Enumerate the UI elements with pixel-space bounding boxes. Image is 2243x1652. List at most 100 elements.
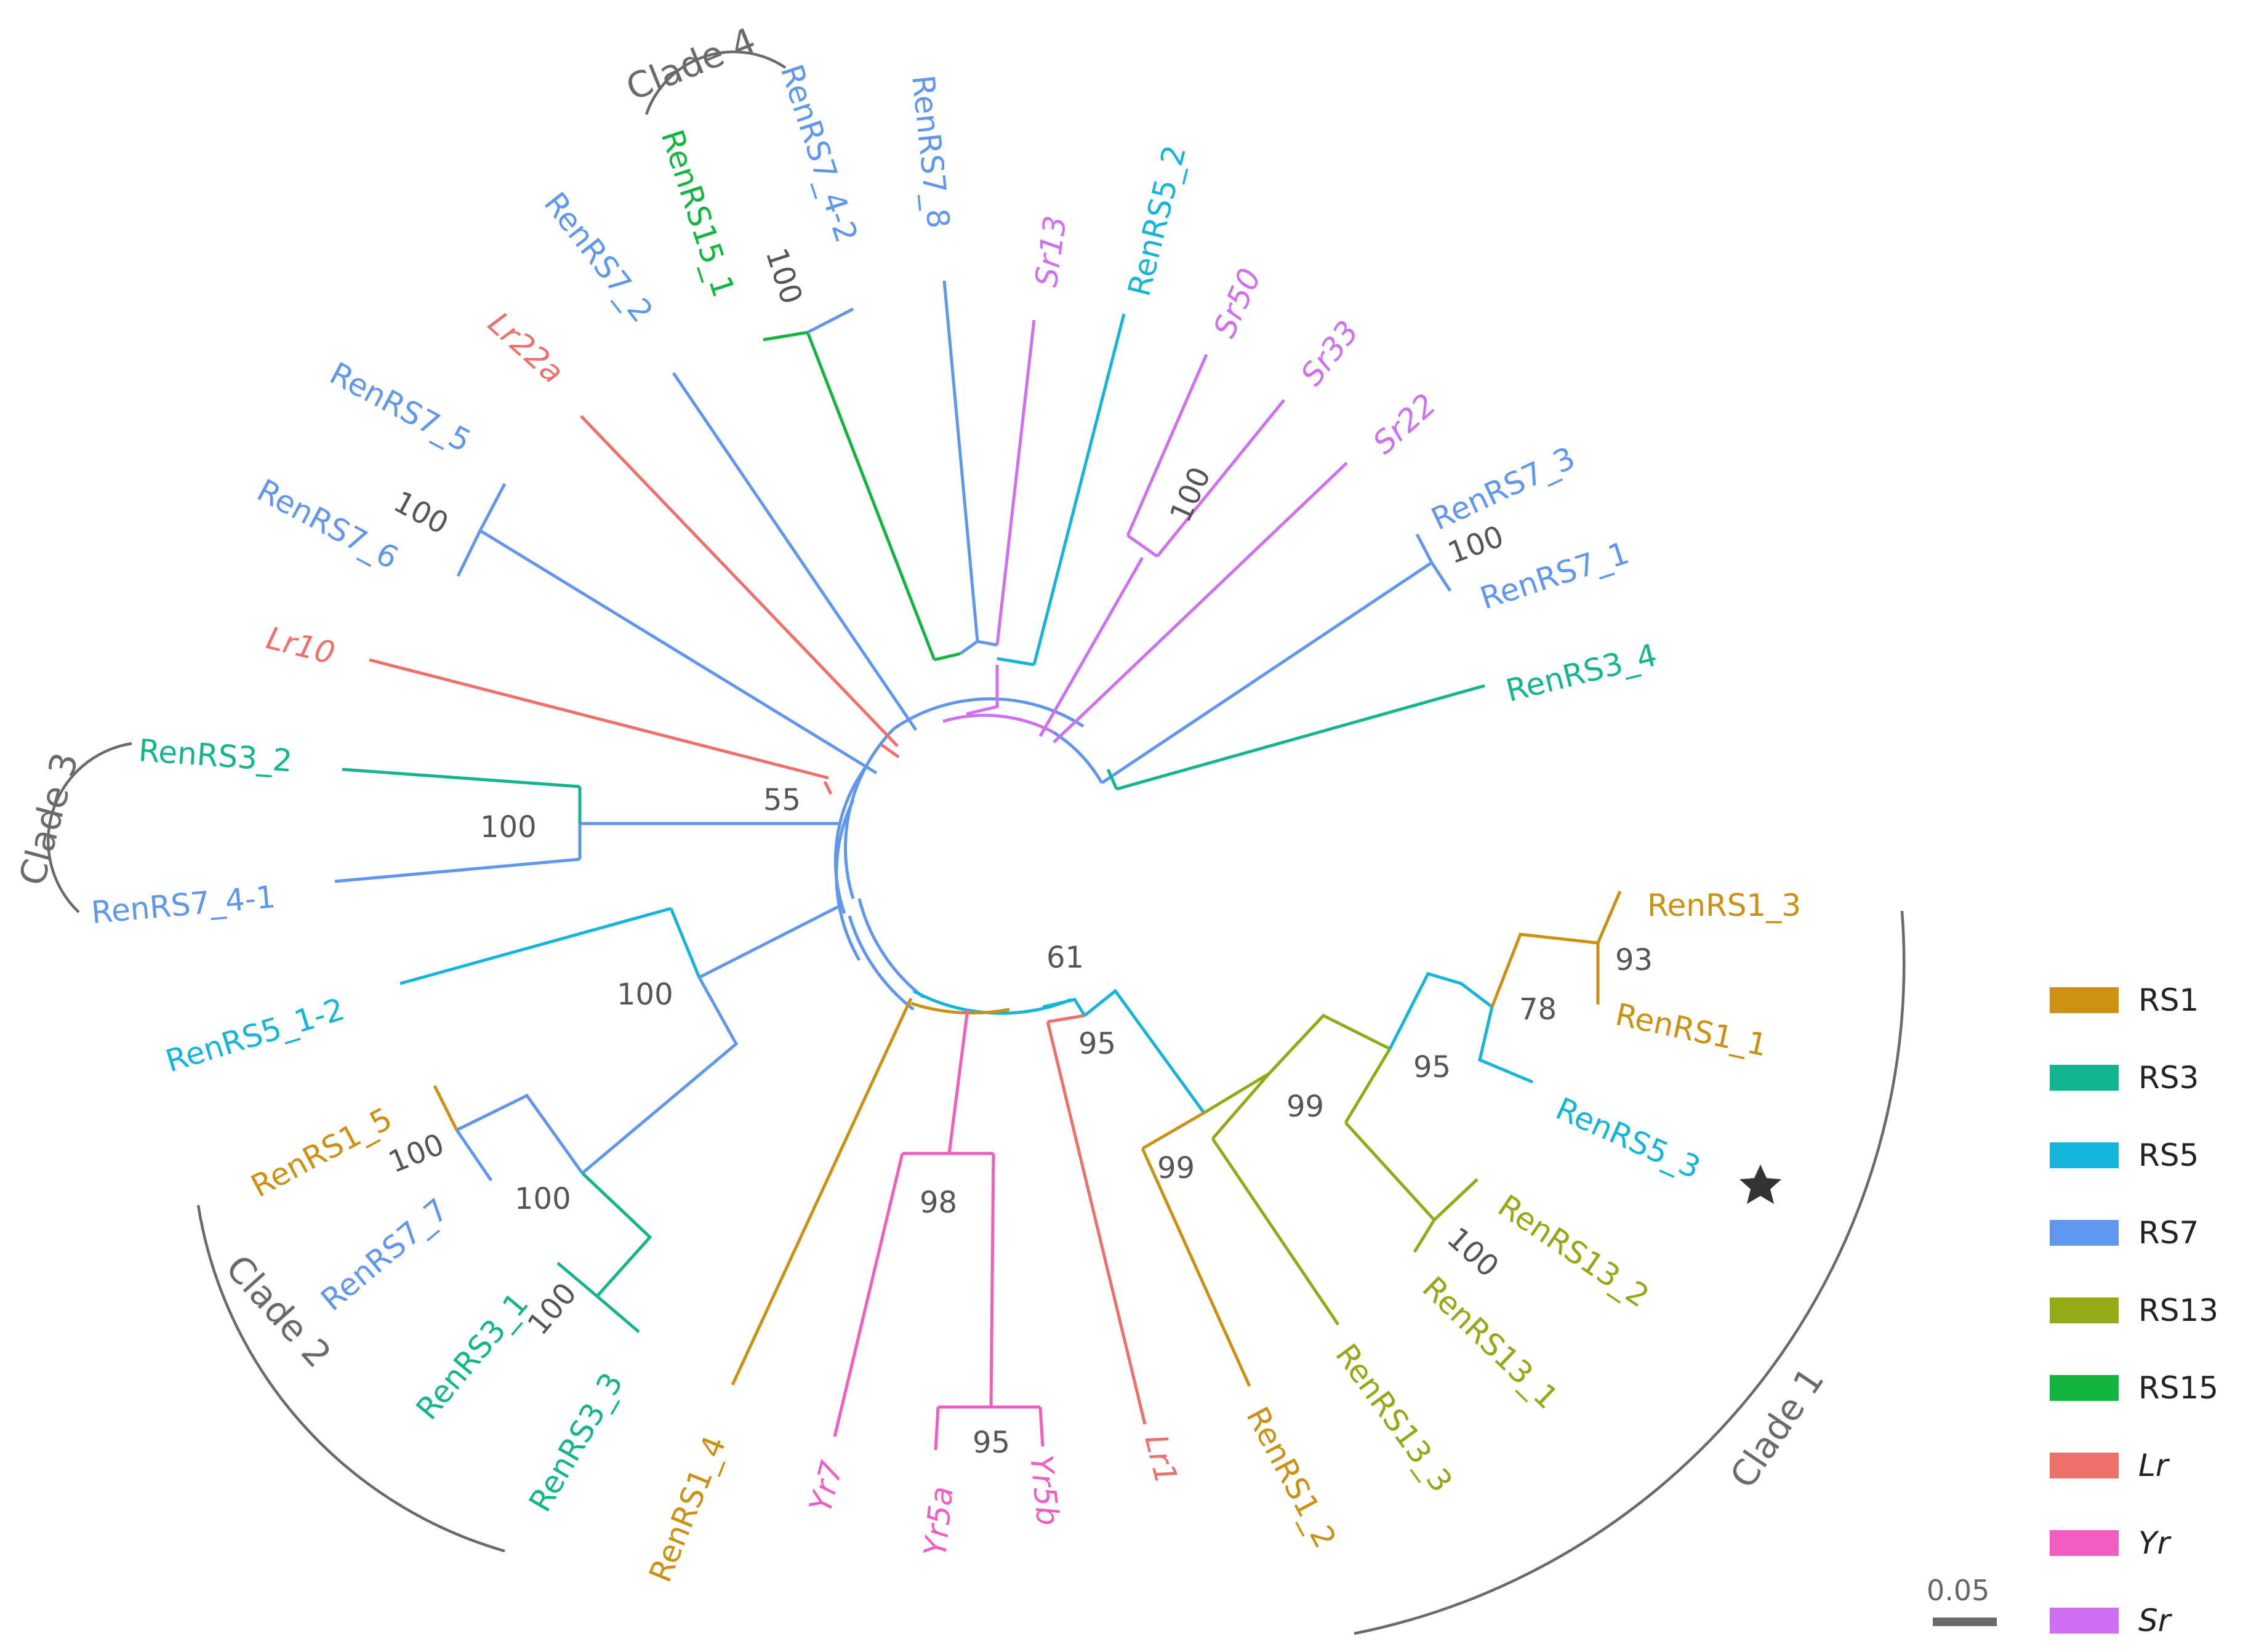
- branch-rs3-4: [1116, 684, 1485, 791]
- bootstrap-rs1-rs5-3: 78: [1519, 992, 1557, 1027]
- legend-label-yr: Yr: [2138, 1525, 2172, 1561]
- tip-renrs13-3: RenRS13_3: [1328, 1337, 1459, 1499]
- branch-rs3-3: [596, 1295, 640, 1333]
- tip-lr10: Lr10: [263, 620, 339, 671]
- bootstrap-yr-node: 98: [920, 1185, 957, 1220]
- tip-renrs1-4: RenRS1_4: [642, 1431, 732, 1587]
- legend-swatch-rs13: [2050, 1297, 2119, 1323]
- branch-sr-clade: [1038, 556, 1144, 737]
- branch-group-clade1: [1083, 891, 1622, 1387]
- branch-lr10: [369, 658, 829, 780]
- branch-yr-stem: [947, 1009, 969, 1154]
- branch-rs7-3: [1415, 533, 1434, 564]
- legend-label-rs1: RS1: [2138, 982, 2199, 1018]
- legend-swatch-rs1: [2050, 987, 2119, 1013]
- tip-renrs3-2: RenRS3_2: [137, 732, 293, 779]
- branch-rs7-5-6-stem: [479, 529, 878, 775]
- backbone-lr-tick2: [823, 780, 833, 795]
- bootstrap-rs5-1-2: 100: [617, 977, 673, 1012]
- scale-bar-label: 0.05: [1927, 1574, 1989, 1607]
- tip-renrs1-2: RenRS1_2: [1239, 1401, 1343, 1554]
- star-icon: [1739, 1165, 1781, 1204]
- legend-label-rs7: RS7: [2138, 1215, 2199, 1251]
- bootstrap-lr-node: 55: [763, 783, 801, 817]
- branch-group-rs7-8-sr13: [942, 280, 1126, 667]
- branch-yr5-stem: [989, 1153, 995, 1408]
- tip-sr13: Sr13: [1028, 214, 1073, 289]
- legend-swatch-sr: [2050, 1608, 2119, 1634]
- branch-sr22: [1053, 462, 1348, 744]
- tip-renrs5-3: RenRS5_3: [1551, 1091, 1706, 1186]
- backbone-rs7-arc-left3: [835, 799, 861, 961]
- branch-rs15-1: [763, 331, 936, 660]
- legend-label-sr: Sr: [2138, 1603, 2173, 1638]
- bootstrap-rs1-3-1: 93: [1615, 943, 1653, 977]
- branch-rs7-8: [942, 280, 979, 642]
- tip-renrs7-5: RenRS7_5: [324, 355, 476, 459]
- scale-bar: 0.05: [1927, 1574, 1997, 1626]
- tip-renrs7-7: RenRS7_7: [314, 1192, 455, 1318]
- branch-rs3-stem: [581, 1172, 652, 1297]
- bootstrap-rs7-7-node: 100: [515, 1182, 571, 1216]
- branch-rs7-2: [672, 372, 918, 731]
- scale-bar-line: [1933, 1618, 1997, 1626]
- bootstrap-rs1-2-node: 99: [1157, 1151, 1195, 1185]
- branch-rs1-2: [1141, 1147, 1251, 1387]
- branch-rs7-7: [455, 1129, 493, 1182]
- bootstrap-root: 61: [1046, 940, 1084, 975]
- branch-rs3-2: [342, 768, 580, 788]
- branch-rs13-1-2-stem: [1344, 1121, 1435, 1221]
- branch-rs15-rs7-join: [934, 652, 961, 662]
- branch-rs13-3-stem: [1203, 1072, 1270, 1140]
- legend-label-rs15: RS15: [2138, 1370, 2218, 1406]
- branch-rs13-3: [1211, 1137, 1340, 1326]
- branch-rs5-2: [1032, 313, 1126, 665]
- bootstrap-clade4: 100: [759, 244, 809, 308]
- tip-yr7: Yr7: [803, 1458, 851, 1516]
- tip-renrs1-1: RenRS1_1: [1613, 996, 1771, 1064]
- tip-sr33: Sr33: [1294, 314, 1366, 392]
- branch-group-clade4: [763, 307, 961, 662]
- tip-lr22a: Lr22a: [481, 305, 571, 391]
- bootstrap-rs5-3-node: 95: [1413, 1050, 1451, 1085]
- branch-rs5-3: [1478, 1006, 1533, 1084]
- branch-sr-root: [966, 665, 999, 716]
- branch-clade2-root: [698, 903, 843, 979]
- branch-lr22a: [580, 415, 899, 747]
- branch-lr1: [1046, 1021, 1147, 1425]
- branch-clade1-root: [1083, 988, 1206, 1114]
- tip-yr5a: Yr5a: [917, 1485, 960, 1558]
- legend-swatch-rs3: [2050, 1065, 2119, 1091]
- bootstrap-rs3-1-3: 100: [521, 1277, 584, 1342]
- backbone-rs7-arc-right: [1053, 731, 1104, 784]
- branch-sr13: [995, 319, 1036, 646]
- branch-group-rs7-left: [456, 372, 918, 775]
- legend-swatch-rs5: [2050, 1142, 2119, 1168]
- clade2-label: Clade 2: [218, 1247, 340, 1376]
- clade-annotations: Clade 4 Clade 3 Clade 2 Clade 1: [11, 20, 1906, 1635]
- branch-rs1-4: [731, 997, 913, 1386]
- bootstrap-clade3: 100: [480, 810, 537, 844]
- tip-renrs13-2: RenRS13_2: [1491, 1188, 1655, 1315]
- legend-swatch-rs15: [2050, 1375, 2119, 1401]
- legend-swatch-lr: [2050, 1453, 2119, 1478]
- backbone-rs7-arc-outer: [893, 697, 1085, 731]
- branch-lr1-bar: [1047, 1014, 1085, 1024]
- backbone-rs7-arc-left: [844, 728, 895, 899]
- tip-sr50: Sr50: [1206, 263, 1268, 342]
- tip-renrs7-4-1: RenRS7_4-1: [90, 879, 277, 931]
- tip-renrs7-8: RenRS7_8: [905, 73, 957, 230]
- tip-yr5b: Yr5b: [1023, 1453, 1066, 1527]
- clade1-label: Clade 1: [1722, 1360, 1832, 1495]
- clade2-arc: [196, 1205, 505, 1553]
- backbone-rs7-arc-left5: [848, 915, 915, 1011]
- tip-renrs1-5: RenRS1_5: [245, 1101, 398, 1205]
- legend-swatch-yr: [2050, 1530, 2119, 1556]
- branch-rs3-1: [556, 1262, 598, 1297]
- tip-renrs7-2: RenRS7_2: [537, 186, 660, 329]
- bootstrap-rs7-5-6: 100: [388, 484, 454, 541]
- branch-rs13-2: [1433, 1178, 1479, 1221]
- branch-group-bottom: [731, 997, 1147, 1451]
- bootstrap-rs1-5-rs7-7: 100: [384, 1127, 449, 1180]
